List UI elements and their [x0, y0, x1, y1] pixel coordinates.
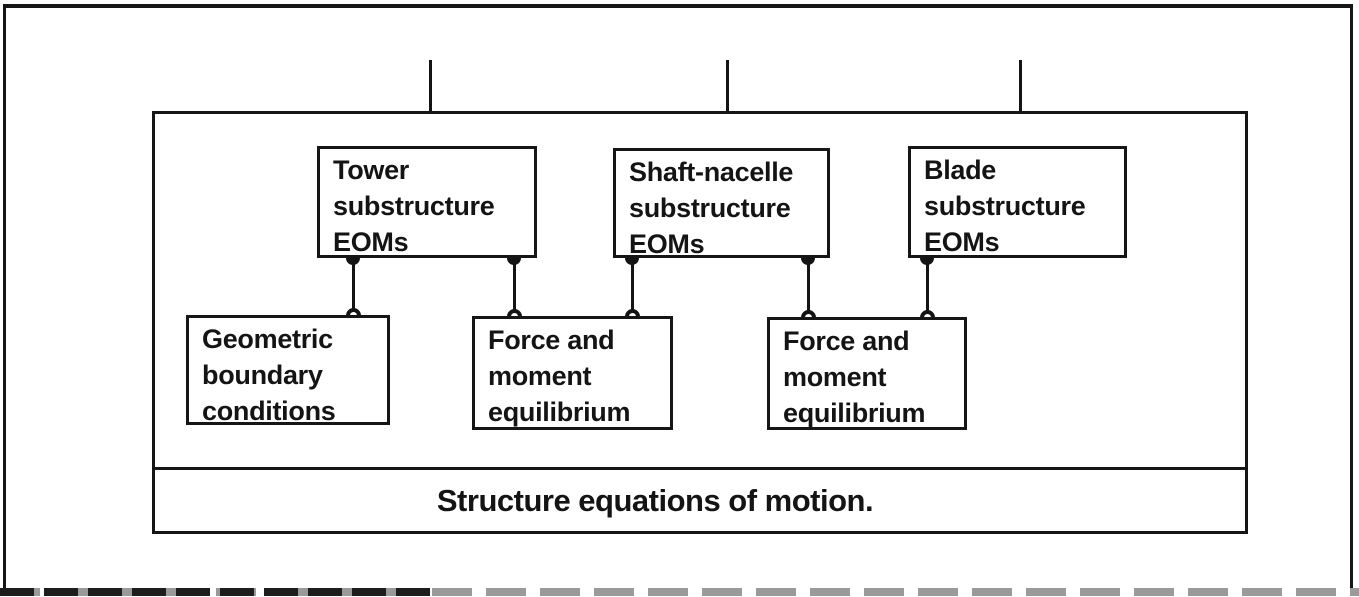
node-geometric-boundary-conditions: Geometric boundary conditions	[186, 315, 390, 426]
node-label-line: EOMs	[629, 229, 705, 259]
page-bottom-edge-dark	[0, 588, 430, 596]
connector-shaft-force1	[631, 253, 634, 318]
node-label-line: equilibrium	[488, 397, 631, 427]
arrow-shaft	[1018, 60, 1022, 132]
container-label: Structure equations of motion.	[436, 482, 874, 518]
node-force-moment-equilibrium-2: Force and moment equilibrium	[767, 317, 967, 430]
node-label-line: boundary	[202, 360, 323, 390]
node-label-line: Blade	[924, 155, 997, 185]
page-bottom-edge	[0, 588, 1359, 596]
node-label-line: moment	[783, 362, 887, 392]
node-label-line: EOMs	[333, 227, 409, 257]
node-tower-substructure-eoms: Tower substructure EOMs	[317, 146, 537, 258]
node-label-line: Tower	[333, 155, 410, 185]
container-label-strip: Structure equations of motion.	[155, 467, 1245, 531]
node-label-line: moment	[488, 361, 592, 391]
node-label-line: Geometric	[202, 324, 333, 354]
arrow-shaft	[725, 60, 729, 132]
node-label-line: substructure	[333, 191, 495, 221]
node-label-line: Shaft-nacelle	[629, 157, 794, 187]
connector-tower-force1	[513, 253, 516, 318]
node-label-line: equilibrium	[783, 398, 926, 428]
node-label-line: Force and	[488, 325, 615, 355]
node-blade-substructure-eoms: Blade substructure EOMs	[908, 146, 1127, 258]
outer-frame	[3, 4, 1353, 592]
connector-tower-geometric	[352, 253, 355, 317]
node-label-line: substructure	[629, 193, 791, 223]
arrow-shaft	[428, 60, 432, 132]
connector-blade-force2	[926, 253, 929, 319]
node-label-line: EOMs	[924, 227, 1000, 257]
connector-shaft-force2	[807, 253, 810, 319]
node-label-line: Force and	[783, 326, 910, 356]
node-label-line: conditions	[202, 396, 336, 426]
node-force-moment-equilibrium-1: Force and moment equilibrium	[472, 316, 673, 430]
node-shaft-nacelle-substructure-eoms: Shaft-nacelle substructure EOMs	[613, 148, 830, 259]
node-label-line: substructure	[924, 191, 1086, 221]
